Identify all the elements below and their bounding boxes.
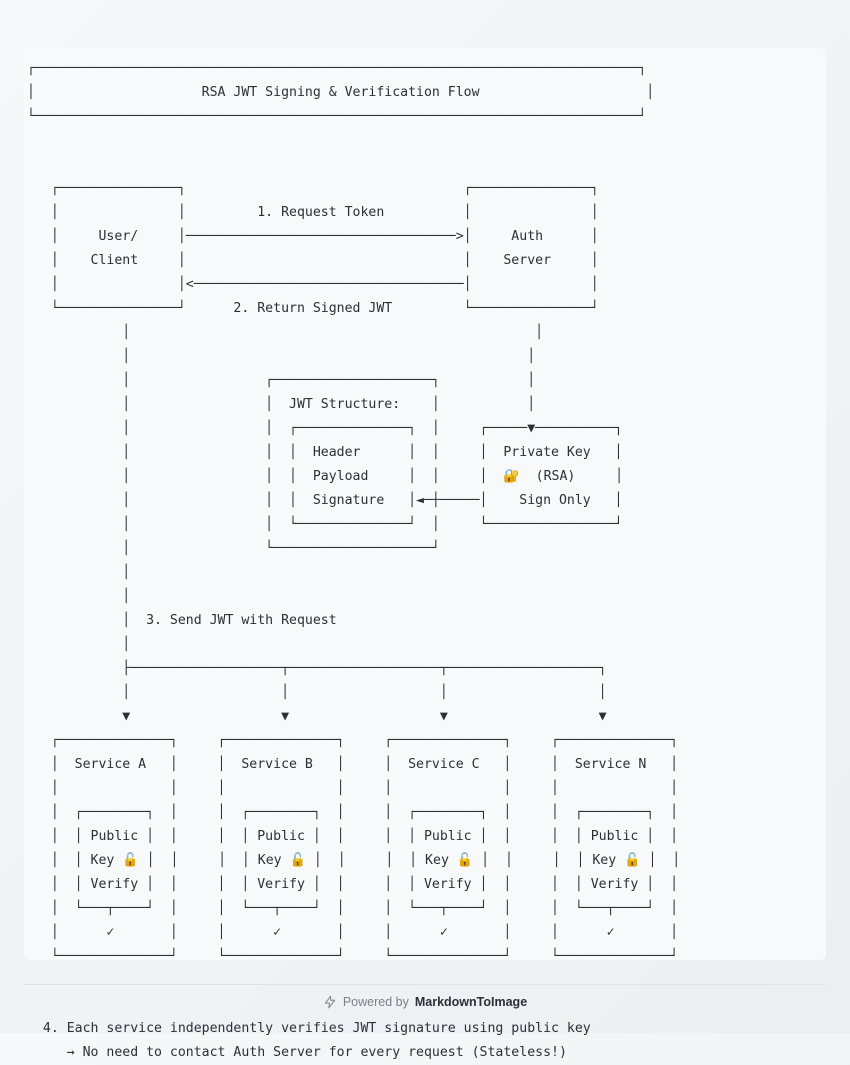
diagram-line: │ │ │ │ │ │ │ │ [27,781,679,796]
footer-brand-link[interactable]: MarkdownToImage [414,995,528,1009]
diagram-line: │ │ └──────────────┘ │ └────────────────… [27,517,623,532]
diagram-line: │ │ JWT Structure: │ │ [27,397,536,412]
diagram-line: │ 3. Send JWT with Request [27,613,337,628]
diagram-line: │ │ │ Payload │ │ │ 🔐 (RSA) │ [27,469,624,484]
footer-divider [24,984,826,985]
diagram-line: │ │ 1. Request Token │ │ [27,205,599,220]
diagram-line: └──────────────┘ └──────────────┘ └─────… [27,949,679,964]
diagram-line: │ └────────────────────┘ [27,541,440,556]
lightning-bolt-icon [324,995,336,1009]
diagram-line: │ │ Public │ │ │ │ Public │ │ │ │ Public… [27,829,679,844]
diagram-line: │ [27,589,131,604]
diagram-line: │ │ ┌──────────────┐ │ ┌─────▼──────────… [27,421,623,436]
ascii-flow-diagram: ┌───────────────────────────────────────… [27,57,680,1065]
footer-powered-by: Powered by [342,995,409,1009]
diagram-line: │ │ │ Header │ │ │ Private Key │ [27,445,623,460]
diagram-line: └───────────────┘ 2. Return Signed JWT └… [27,301,599,316]
diagram-card: ┌───────────────────────────────────────… [24,48,826,1060]
diagram-line: │ │<──────────────────────────────────│ … [27,277,599,292]
diagram-line: ▼ ▼ ▼ ▼ [27,709,607,724]
diagram-line: └───────────────────────────────────────… [27,109,647,124]
diagram-line: ┌──────────────┐ ┌──────────────┐ ┌─────… [27,733,679,748]
diagram-line: │ │ Key 🔓 │ │ │ │ Key 🔓 │ │ │ │ Key 🔓 │ … [27,853,681,868]
diagram-line: │ [27,637,131,652]
diagram-line: │ User/ │───────────────────────────────… [27,229,599,244]
diagram-line: → No need to contact Auth Server for eve… [27,1045,567,1060]
diagram-line: │ ✓ │ │ ✓ │ │ ✓ │ │ ✓ │ [27,925,679,940]
diagram-line: │ │ [27,325,544,340]
diagram-line: ┌───────────────────────────────────────… [27,61,647,76]
diagram-line: │ └───┬────┘ │ │ └───┬────┘ │ │ └───┬───… [27,901,679,916]
diagram-line: │ ┌────────────────────┐ │ [27,373,536,388]
diagram-line: │ [27,565,131,580]
diagram-line: │ RSA JWT Signing & Verification Flow │ [27,85,655,100]
diagram-line: 4. Each service independently verifies J… [27,1021,591,1036]
diagram-line: │ Service A │ │ Service B │ │ Service C … [27,757,679,772]
diagram-line: │ │ Verify │ │ │ │ Verify │ │ │ │ Verify… [27,877,679,892]
diagram-line: ┌───────────────┐ ┌───────────────┐ [27,181,599,196]
diagram-line: │ ┌────────┐ │ │ ┌────────┐ │ │ ┌───────… [27,805,679,820]
diagram-line: │ │ │ Signature │◄─┼─────│ Sign Only │ [27,493,623,508]
diagram-line: │ │ [27,349,536,364]
diagram-line: │ Client │ │ Server │ [27,253,599,268]
diagram-line: ├───────────────────┬───────────────────… [27,661,607,676]
footer: Powered by MarkdownToImage [0,992,850,1012]
diagram-line: │ │ │ │ [27,685,607,700]
